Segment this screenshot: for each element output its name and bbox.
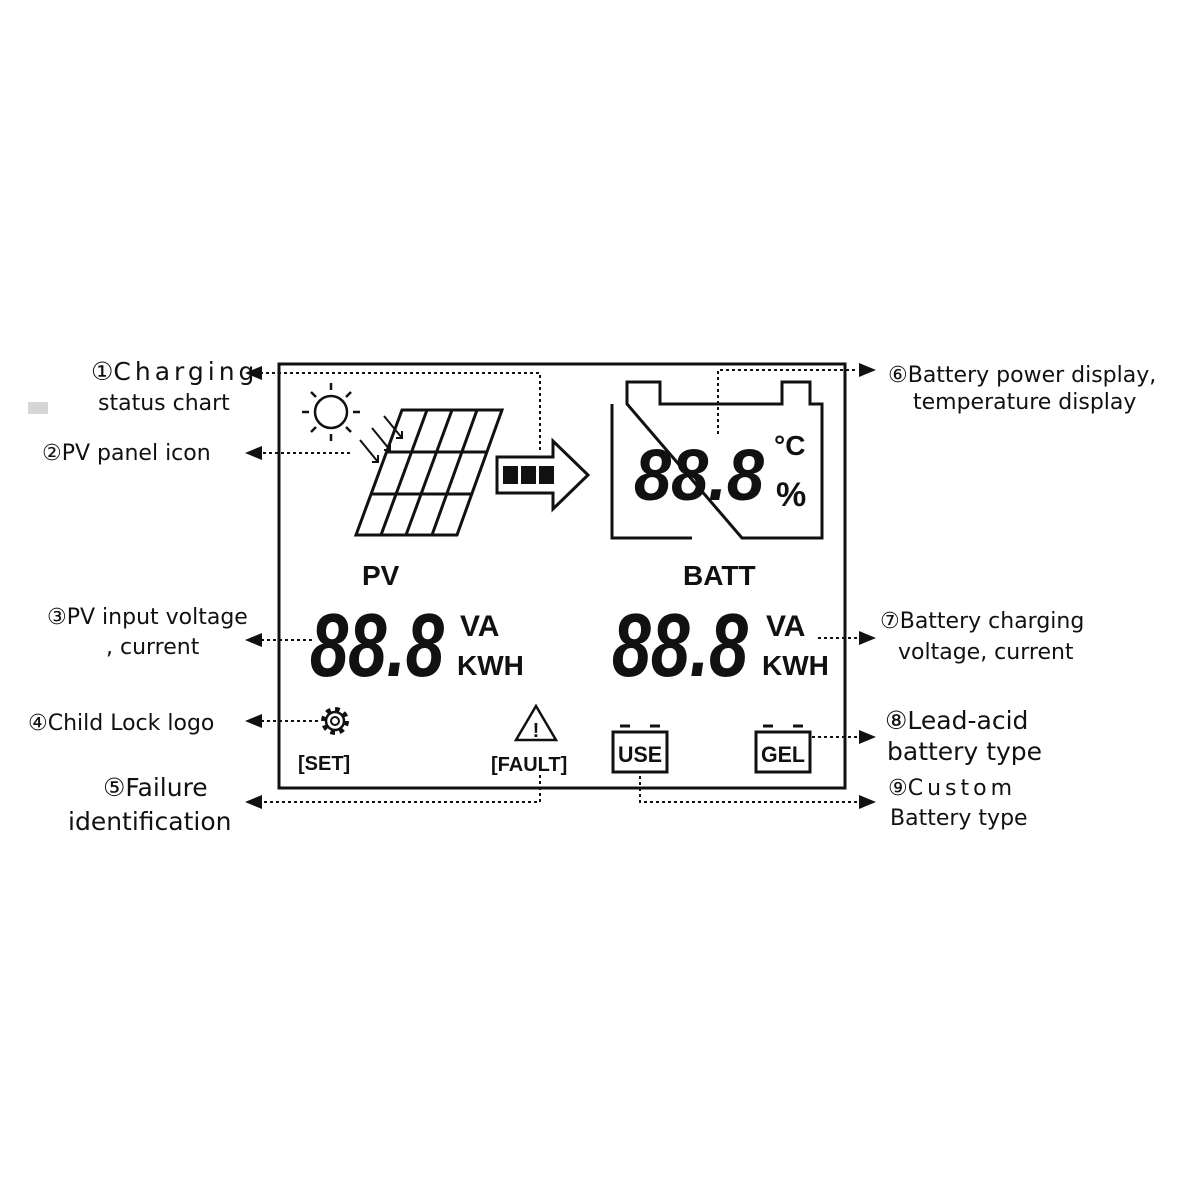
callout-failure: ⑤Failure identification — [68, 773, 232, 836]
svg-text:②PV panel icon: ②PV panel icon — [42, 441, 211, 466]
svg-text:⑧Lead-acid: ⑧Lead-acid — [885, 706, 1028, 735]
callout-charging-status: ①Charging status chart — [91, 357, 258, 416]
svg-text:voltage, current: voltage, current — [898, 640, 1074, 665]
svg-text:!: ! — [533, 720, 540, 742]
svg-text:④Child Lock logo: ④Child Lock logo — [28, 711, 214, 736]
arrow-right-icon — [859, 795, 876, 809]
pv-digits: 88.8 — [310, 596, 444, 696]
speck-mark — [28, 402, 48, 414]
fault-label: [FAULT] — [491, 754, 567, 776]
callout-custom-battery: ⑨Custom Battery type — [888, 776, 1028, 831]
gear-icon — [321, 707, 349, 735]
svg-text:⑥Battery power display,: ⑥Battery power display, — [888, 363, 1156, 388]
callout-pv-panel-icon: ②PV panel icon — [42, 441, 211, 466]
celsius-unit: °C — [774, 430, 805, 461]
use-battery-icon: USE — [611, 724, 669, 774]
pv-unit-va: VA — [460, 610, 499, 643]
solar-panel-icon — [353, 408, 505, 537]
charge-arrow-icon — [495, 437, 591, 513]
percent-unit: % — [776, 476, 806, 514]
arrow-left-icon — [245, 366, 262, 380]
batt-unit-va: VA — [766, 610, 805, 643]
svg-text:, current: , current — [106, 635, 200, 660]
svg-text:⑨Custom: ⑨Custom — [888, 776, 1016, 801]
callout-battery-charging: ⑦Battery charging voltage, current — [880, 609, 1084, 665]
set-label: [SET] — [298, 753, 350, 775]
gel-battery-icon: GEL — [754, 724, 812, 774]
warning-triangle-icon: ! — [513, 703, 559, 742]
arrow-left-icon — [245, 446, 262, 460]
svg-text:identification: identification — [68, 807, 232, 836]
leader-line-custom — [639, 776, 858, 803]
svg-text:status chart: status chart — [98, 391, 230, 416]
svg-text:temperature display: temperature display — [913, 390, 1136, 415]
pv-label: PV — [362, 560, 400, 591]
batt-unit-kwh: KWH — [762, 650, 829, 681]
arrow-right-icon — [859, 730, 876, 744]
batt-label: BATT — [683, 560, 756, 591]
battery-icon — [610, 380, 824, 540]
arrow-left-icon — [245, 795, 262, 809]
svg-text:USE: USE — [618, 742, 662, 767]
callout-lead-acid: ⑧Lead-acid battery type — [885, 706, 1042, 766]
svg-text:Battery type: Battery type — [890, 806, 1028, 831]
callout-child-lock: ④Child Lock logo — [28, 711, 214, 736]
lcd-panel-frame — [277, 362, 847, 790]
sun-icon — [302, 383, 360, 441]
svg-text:battery type: battery type — [887, 737, 1042, 766]
arrow-right-icon — [859, 363, 876, 377]
callout-pv-input: ③PV input voltage , current — [47, 605, 248, 660]
arrow-left-icon — [245, 714, 262, 728]
arrow-right-icon — [859, 631, 876, 645]
pv-unit-kwh: KWH — [457, 650, 524, 681]
svg-text:①Charging: ①Charging — [91, 357, 258, 386]
svg-text:GEL: GEL — [761, 742, 805, 767]
batt-digits: 88.8 — [612, 596, 748, 696]
battery-percent-digits: 88.8 — [634, 436, 764, 516]
leader-line-charging — [262, 372, 541, 450]
svg-text:③PV input voltage: ③PV input voltage — [47, 605, 248, 630]
leader-line-failure — [262, 775, 541, 803]
arrow-left-icon — [245, 633, 262, 647]
svg-text:⑤Failure: ⑤Failure — [103, 773, 208, 802]
leader-line-battery-power — [717, 369, 858, 434]
callout-battery-power: ⑥Battery power display, temperature disp… — [888, 363, 1156, 415]
svg-text:⑦Battery charging: ⑦Battery charging — [880, 609, 1084, 634]
